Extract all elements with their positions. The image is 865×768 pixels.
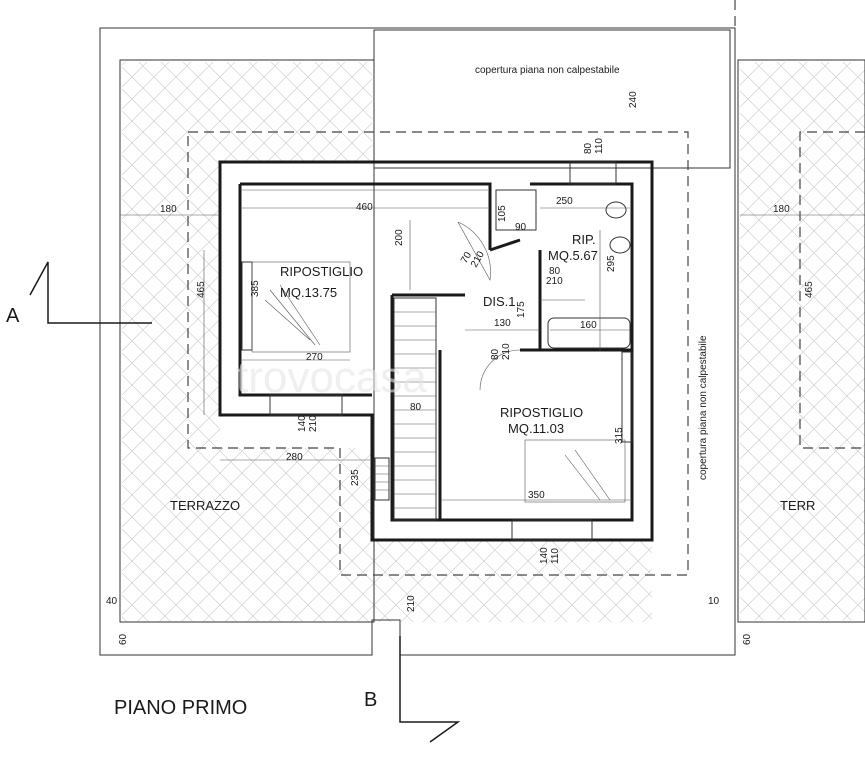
room-rip1-name: RIPOSTIGLIO bbox=[280, 264, 363, 279]
dim-130: 130 bbox=[494, 318, 511, 329]
staircase bbox=[374, 297, 437, 521]
section-label-a: A bbox=[6, 305, 20, 327]
dim-70-210-a: 70 bbox=[459, 250, 474, 266]
section-marker-b bbox=[399, 636, 461, 743]
watermark: trovocasa bbox=[236, 353, 427, 402]
section-marker-a bbox=[29, 261, 152, 324]
room-rip1-area: MQ.13.75 bbox=[280, 285, 337, 300]
dim-270: 270 bbox=[306, 352, 323, 363]
dim-80: 80 bbox=[410, 402, 422, 413]
dim-90: 90 bbox=[515, 222, 527, 233]
bathroom-fixtures bbox=[495, 189, 631, 349]
overhang-line-left bbox=[187, 131, 689, 576]
dim-180-right: 180 bbox=[773, 204, 790, 215]
door-swings bbox=[457, 221, 585, 391]
dim-140-110-a: 140 bbox=[539, 547, 550, 564]
dim-350: 350 bbox=[528, 490, 545, 501]
dim-180-left: 180 bbox=[160, 204, 177, 215]
dim-140-110-b: 110 bbox=[550, 548, 561, 564]
dim-295: 295 bbox=[606, 255, 617, 272]
terrace-paving-left bbox=[122, 62, 652, 622]
parapet-right bbox=[737, 59, 865, 623]
building-walls bbox=[218, 160, 654, 542]
dim-235: 235 bbox=[350, 469, 361, 486]
dim-10: 10 bbox=[708, 596, 720, 607]
dim-80-210-d: 210 bbox=[501, 343, 512, 360]
roof-top-label: copertura piana non calpestabile bbox=[475, 65, 620, 76]
dim-80-110-b: 110 bbox=[594, 138, 605, 154]
terrace-left-label: TERRAZZO bbox=[170, 498, 240, 513]
parapet-left bbox=[119, 59, 375, 623]
windows bbox=[241, 161, 633, 541]
dim-465-right: 465 bbox=[804, 281, 815, 298]
room-rip2-area: MQ.11.03 bbox=[508, 421, 564, 436]
section-label-b: B bbox=[364, 689, 377, 711]
dim-70-210-b: 210 bbox=[469, 249, 487, 269]
dim-80-210-a: 80 bbox=[549, 266, 561, 277]
dim-80-210-c: 80 bbox=[490, 348, 501, 360]
dim-40: 40 bbox=[106, 596, 118, 607]
room-dis-name: DIS.1 bbox=[483, 294, 516, 309]
roof-outline bbox=[373, 29, 731, 169]
room-rip3-name: RIP. bbox=[572, 232, 596, 247]
room-rip3-area: MQ.5.67 bbox=[548, 248, 598, 263]
dim-465-left: 465 bbox=[196, 281, 207, 298]
dim-140-210-b: 210 bbox=[308, 415, 319, 432]
dim-140-210-a: 140 bbox=[297, 415, 308, 432]
dim-200: 200 bbox=[394, 229, 405, 246]
dim-250: 250 bbox=[556, 196, 573, 207]
dim-80-110-a: 80 bbox=[583, 142, 594, 154]
outer-wall bbox=[99, 27, 736, 656]
dim-315: 315 bbox=[614, 427, 625, 444]
dim-240: 240 bbox=[628, 91, 639, 108]
drawing-title: PIANO PRIMO bbox=[114, 697, 247, 719]
dim-385: 385 bbox=[250, 280, 261, 297]
dim-460: 460 bbox=[356, 202, 373, 213]
overhang-line-right bbox=[799, 131, 865, 449]
terrace-paving-right bbox=[740, 62, 865, 620]
dim-80-210-b: 210 bbox=[546, 276, 563, 287]
terrace-right-label: TERR bbox=[780, 498, 815, 513]
dim-210: 210 bbox=[406, 595, 417, 612]
roof-right-label: copertura piana non calpestabile bbox=[698, 335, 709, 480]
bed-furniture bbox=[251, 261, 626, 503]
dim-60-left: 60 bbox=[118, 633, 129, 645]
dim-160: 160 bbox=[580, 320, 597, 331]
dimension-lines bbox=[120, 189, 865, 501]
dim-175: 175 bbox=[516, 301, 527, 318]
dim-105: 105 bbox=[497, 205, 508, 222]
room-rip2-name: RIPOSTIGLIO bbox=[500, 405, 583, 420]
dim-280: 280 bbox=[286, 452, 303, 463]
dim-60-right: 60 bbox=[742, 633, 753, 645]
